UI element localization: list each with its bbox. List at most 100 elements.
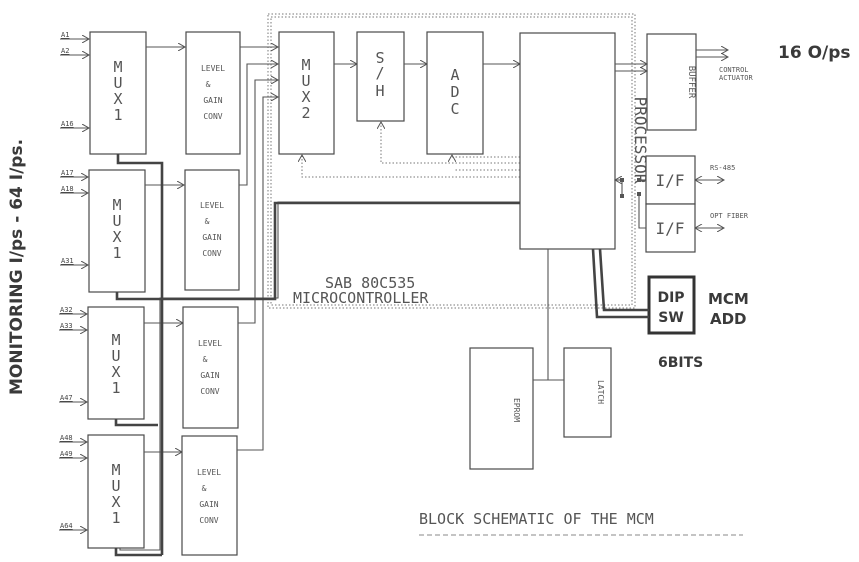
dip-bus-1 xyxy=(591,248,649,319)
interface-block-2: I/F xyxy=(645,203,696,253)
mux1-2-l2: X xyxy=(112,228,121,246)
sh-block: S / H xyxy=(356,31,405,122)
processor-block: PROCESSOR xyxy=(519,32,650,250)
mux1-4-l0: M xyxy=(111,461,120,479)
level-gain-block-2: LEVEL & GAIN CONV xyxy=(184,169,240,291)
lg4-l0: LEVEL xyxy=(197,468,221,477)
lg3-l0: LEVEL xyxy=(198,339,222,348)
diagram-title: BLOCK SCHEMATIC OF THE MCM xyxy=(419,510,654,528)
lg1-l0: LEVEL xyxy=(201,64,225,73)
mux1-block-4: M U X 1 xyxy=(87,434,145,549)
pin-a48: A48 xyxy=(60,434,73,442)
processor-label: PROCESSOR xyxy=(631,97,650,184)
pin-a47: A47 xyxy=(60,394,73,402)
control-dotted-lines xyxy=(302,122,520,178)
pin-a32: A32 xyxy=(60,306,73,314)
adc-block: A D C xyxy=(426,31,484,155)
lg2-l1: & xyxy=(205,217,210,226)
dip-label-2: SW xyxy=(658,310,684,326)
lg2-l2: GAIN xyxy=(202,233,221,242)
level-gain-block-3: LEVEL & GAIN CONV xyxy=(182,306,239,429)
eprom-label: EPROM xyxy=(512,398,521,422)
mux1-block-1: M U X 1 xyxy=(89,31,147,155)
microcontroller-boundary-inner xyxy=(270,16,633,306)
mux1-4-l2: X xyxy=(111,493,120,511)
if1-label: I/F xyxy=(656,171,685,190)
pin-a64: A64 xyxy=(60,522,73,530)
mux1-to-level-wires xyxy=(144,47,185,452)
lg2-l3: CONV xyxy=(202,249,221,258)
pin-a16: A16 xyxy=(61,120,74,128)
outputs-label: 16 O/ps xyxy=(778,43,851,63)
latch-block: LATCH xyxy=(563,347,612,438)
mux1-1-l1: U xyxy=(113,74,122,92)
pin-a49: A49 xyxy=(60,450,73,458)
lg1-l3: CONV xyxy=(203,112,222,121)
mux2-l0: M xyxy=(301,56,310,74)
pin-a33: A33 xyxy=(60,322,73,330)
mux2-block: M U X 2 xyxy=(278,31,335,155)
input-pins: A1 A2 A16 A17 A18 A31 A32 A33 A47 A48 A4… xyxy=(59,31,89,530)
micro-label-1: SAB 80C535 xyxy=(325,274,415,292)
pin-a18: A18 xyxy=(61,185,74,193)
adc-l1: D xyxy=(450,83,459,101)
sh-l0: S xyxy=(375,48,384,66)
lg1-l2: GAIN xyxy=(203,96,222,105)
buffer-label: BUFFER xyxy=(686,66,696,99)
latch-label: LATCH xyxy=(596,380,605,404)
side-label: MONITORING I/ps - 64 I/ps. xyxy=(7,139,27,395)
add-label: ADD xyxy=(710,310,747,328)
eprom-block: EPROM xyxy=(469,347,534,470)
mux1-3-l0: M xyxy=(111,331,120,349)
mux-select-bus xyxy=(114,154,520,557)
dip-switch-block: DIP SW xyxy=(647,275,696,335)
mux1-2-l1: U xyxy=(112,212,121,230)
level-to-mux2-wires xyxy=(237,47,278,451)
lg4-l2: GAIN xyxy=(199,500,218,509)
mux1-4-l3: 1 xyxy=(111,509,120,527)
sh-l1: / xyxy=(375,64,384,82)
micro-label-2: MICROCONTROLLER xyxy=(293,289,429,307)
if2-label: I/F xyxy=(656,219,685,238)
lg3-l2: GAIN xyxy=(200,371,219,380)
mux2-l3: 2 xyxy=(301,104,310,122)
pin-a31: A31 xyxy=(61,257,74,265)
mux1-3-l1: U xyxy=(111,347,120,365)
mux2-l1: U xyxy=(301,72,310,90)
lg3-l3: CONV xyxy=(200,387,219,396)
dip-label-1: DIP xyxy=(657,290,684,306)
mux1-2-l3: 1 xyxy=(112,244,121,262)
level-gain-block-1: LEVEL & GAIN CONV xyxy=(185,31,241,155)
sh-l2: H xyxy=(375,82,384,100)
lg4-l3: CONV xyxy=(199,516,218,525)
adc-l0: A xyxy=(450,66,459,84)
lg4-l1: & xyxy=(202,484,207,493)
mux1-2-l0: M xyxy=(112,196,121,214)
mux1-1-l3: 1 xyxy=(113,106,122,124)
pin-a1: A1 xyxy=(61,31,69,39)
control-label-1: CONTROL xyxy=(719,66,749,74)
bits-label: 6BITS xyxy=(658,355,703,371)
processor-if-connectors xyxy=(615,178,646,229)
mux1-4-l1: U xyxy=(111,477,120,495)
microcontroller-boundary xyxy=(267,13,636,309)
buffer-block: BUFFER xyxy=(646,33,697,131)
mux1-3-l2: X xyxy=(111,363,120,381)
interface-block-1: I/F xyxy=(645,155,696,205)
control-label-2: ACTUATOR xyxy=(719,74,754,82)
dip-bus-2 xyxy=(598,248,649,312)
mux1-1-l2: X xyxy=(113,90,122,108)
lg2-l0: LEVEL xyxy=(200,201,224,210)
mux1-1-l0: M xyxy=(113,58,122,76)
rs485-label: RS-485 xyxy=(710,164,735,172)
mux1-3-l3: 1 xyxy=(111,379,120,397)
lg1-l1: & xyxy=(206,80,211,89)
mux2-l2: X xyxy=(301,88,310,106)
level-gain-block-4: LEVEL & GAIN CONV xyxy=(181,435,238,556)
mux1-block-3: M U X 1 xyxy=(87,306,145,420)
lg3-l1: & xyxy=(203,355,208,364)
mux1-block-2: M U X 1 xyxy=(88,169,146,293)
pin-a17: A17 xyxy=(61,169,74,177)
pin-a2: A2 xyxy=(61,47,69,55)
